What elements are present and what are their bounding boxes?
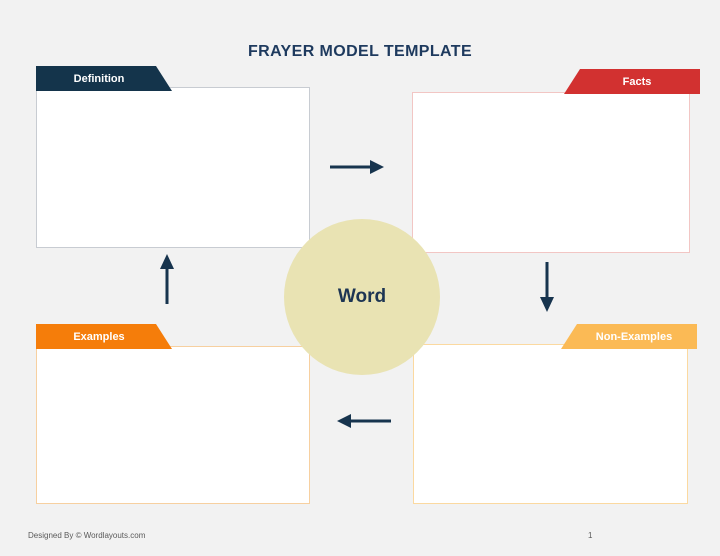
arrow-left-icon <box>336 412 392 435</box>
non-examples-tab: Non-Examples <box>561 324 697 349</box>
definition-tab: Definition <box>36 66 172 91</box>
definition-tab-label: Definition <box>73 72 125 85</box>
non-examples-text-area[interactable] <box>413 344 688 504</box>
examples-text-area[interactable] <box>36 346 310 504</box>
facts-tab-label: Facts <box>622 75 652 88</box>
arrow-down-icon <box>538 261 556 318</box>
facts-text-area[interactable] <box>412 92 690 253</box>
non-examples-tab-label: Non-Examples <box>595 330 673 343</box>
center-word-circle[interactable]: Word <box>284 219 440 375</box>
arrow-up-icon <box>158 253 176 310</box>
examples-tab-label: Examples <box>73 330 125 343</box>
page-title: FRAYER MODEL TEMPLATE <box>247 43 473 60</box>
center-word-label: Word <box>337 286 387 307</box>
footer-page-number: 1 <box>588 531 593 540</box>
facts-tab: Facts <box>564 69 700 94</box>
definition-text-area[interactable] <box>36 87 310 248</box>
arrow-right-icon <box>329 158 385 181</box>
footer-credit: Designed By © Wordlayouts.com <box>28 531 146 540</box>
examples-tab: Examples <box>36 324 172 349</box>
